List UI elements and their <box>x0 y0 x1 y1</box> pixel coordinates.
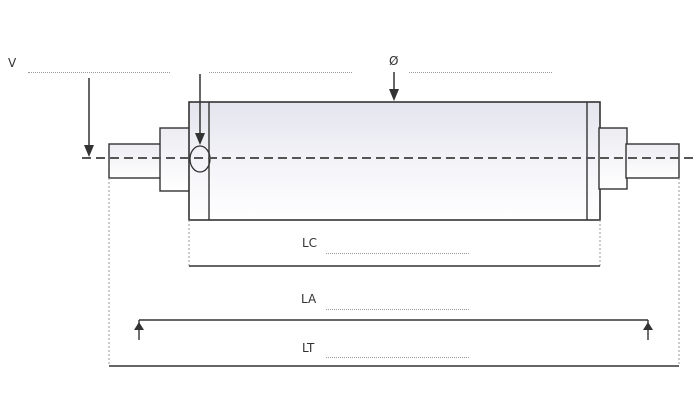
la-support-left-icon <box>134 322 144 330</box>
lc-label: LC <box>302 236 318 250</box>
v-label: V <box>8 56 17 70</box>
right-shaft <box>625 143 680 179</box>
diameter-arrow-head <box>389 89 399 101</box>
bearing-value-dots <box>209 72 352 73</box>
lt-value-dots <box>326 357 469 358</box>
la-value-dots <box>326 309 469 310</box>
v-value-dots <box>28 72 170 73</box>
diameter-label: Ø <box>389 54 399 68</box>
left-hub <box>159 127 191 192</box>
lt-label: LT <box>302 341 315 355</box>
diameter-value-dots <box>409 72 552 73</box>
lc-value-dots <box>326 253 469 254</box>
left-shaft <box>108 143 162 179</box>
la-support-right-icon <box>643 322 653 330</box>
la-label: LA <box>301 292 317 306</box>
v-arrow-head <box>84 145 94 157</box>
bearing-arrow-head <box>195 133 205 145</box>
roller-body <box>188 101 601 221</box>
